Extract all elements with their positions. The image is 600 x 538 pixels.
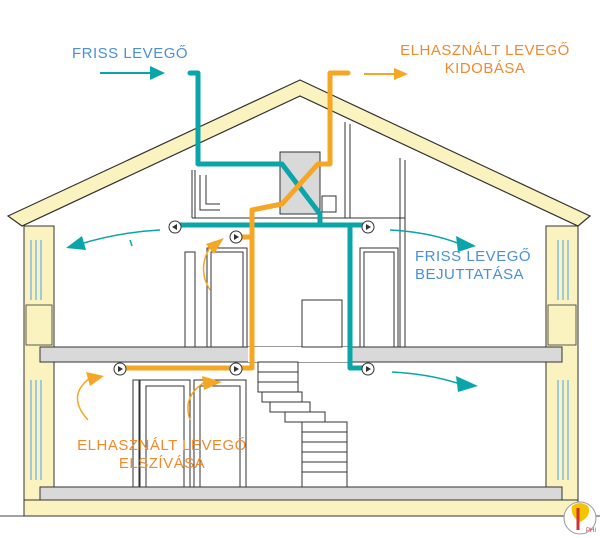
ground-floor-slab (39, 486, 563, 501)
fresh-supply-line1: FRISS LEVEGŐ (415, 248, 532, 265)
extract-line2: ELSZÍVÁSA (118, 455, 206, 472)
exhaust-out-label: ELHASZNÁLT LEVEGŐ KIDOBÁSA (385, 42, 585, 78)
fresh-arrowheads (66, 236, 478, 392)
fresh-air-label: FRISS LEVEGŐ (72, 45, 189, 62)
roof-inner-line (21, 95, 579, 227)
upper-partitions (191, 122, 406, 347)
phi-logo: PHI (563, 501, 597, 535)
lower-doors (132, 379, 247, 488)
fresh-supply-line2: BEJUTTATÁSA (415, 266, 525, 283)
exhaust-outlet-arrow (364, 68, 408, 80)
exhaust-out-line2: KIDOBÁSA (444, 60, 526, 77)
fresh-stub (129, 239, 133, 247)
unit-side-pipe (199, 175, 220, 211)
extract-arrowheads (86, 238, 224, 390)
extract-arrows (76, 243, 213, 421)
valve-markers (118, 224, 371, 372)
left-windows (30, 240, 42, 480)
left-wall-panel (25, 304, 53, 346)
stair-opening (248, 347, 348, 362)
fresh-inlet-arrow (100, 66, 165, 80)
extract-line1: ELHASZNÁLT LEVEGŐ (77, 437, 247, 454)
fresh-supply-arrows (79, 229, 461, 385)
staircase (257, 361, 348, 488)
right-wall-panel (547, 304, 577, 346)
fresh-air-duct (172, 70, 373, 371)
foundation (23, 499, 579, 517)
upper-doors (184, 247, 399, 348)
fresh-supply-label: FRISS LEVEGŐ BEJUTTATÁSA (415, 248, 531, 284)
right-windows (557, 240, 569, 480)
right-wall (545, 225, 579, 517)
exhaust-out-line1: ELHASZNÁLT LEVEGŐ (400, 42, 570, 59)
left-wall (23, 225, 55, 517)
logo-text: PHI (586, 528, 596, 534)
extract-label: ELHASZNÁLT LEVEGŐ ELSZÍVÁSA (62, 437, 262, 473)
unit-motor-box (321, 195, 337, 213)
